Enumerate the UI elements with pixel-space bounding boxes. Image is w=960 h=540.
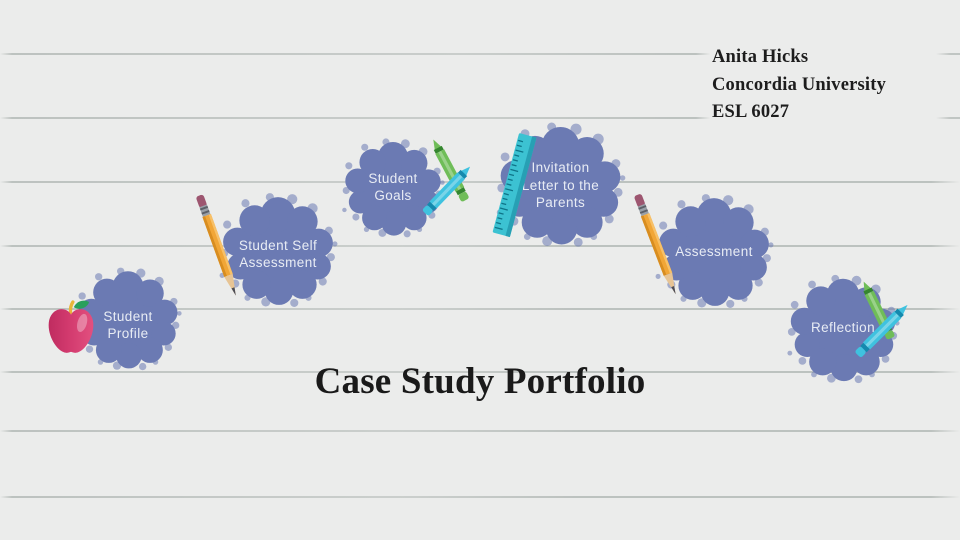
topic-node-invitation-letter[interactable]: Invitation Letter to the Parents xyxy=(494,117,627,250)
topic-label: Reflection xyxy=(810,320,876,336)
topic-label: Student Self Assessment xyxy=(238,237,318,271)
notebook-line xyxy=(0,181,960,183)
apple-icon xyxy=(45,297,97,360)
topic-node-assessment[interactable]: Assessment xyxy=(653,189,775,311)
topic-node-student-self-assessment[interactable]: Student Self Assessment xyxy=(217,188,339,310)
author-byline: Anita Hicks Concordia University ESL 602… xyxy=(712,44,886,127)
topic-label: Student Profile xyxy=(103,308,153,342)
author-name: Anita Hicks xyxy=(712,47,809,67)
notebook-line xyxy=(0,117,960,119)
author-institution: Concordia University xyxy=(712,74,887,95)
topic-label: Assessment xyxy=(675,244,753,260)
topic-node-student-goals[interactable]: Student Goals xyxy=(340,134,446,240)
notebook-line xyxy=(0,245,960,247)
notebook-line xyxy=(0,371,960,373)
notebook-line xyxy=(0,430,960,432)
topic-node-reflection[interactable]: Reflection xyxy=(785,270,901,386)
topic-label: Student Goals xyxy=(368,170,418,204)
page-title: Case Study Portfolio xyxy=(314,361,646,402)
notebook-line xyxy=(0,496,960,498)
topic-label: Invitation Letter to the Parents xyxy=(521,160,600,211)
author-course: ESL 6027 xyxy=(712,102,790,122)
topic-node-student-profile[interactable]: Student Profile xyxy=(73,263,183,373)
notebook-line xyxy=(0,308,960,310)
notebook-line xyxy=(0,53,960,55)
